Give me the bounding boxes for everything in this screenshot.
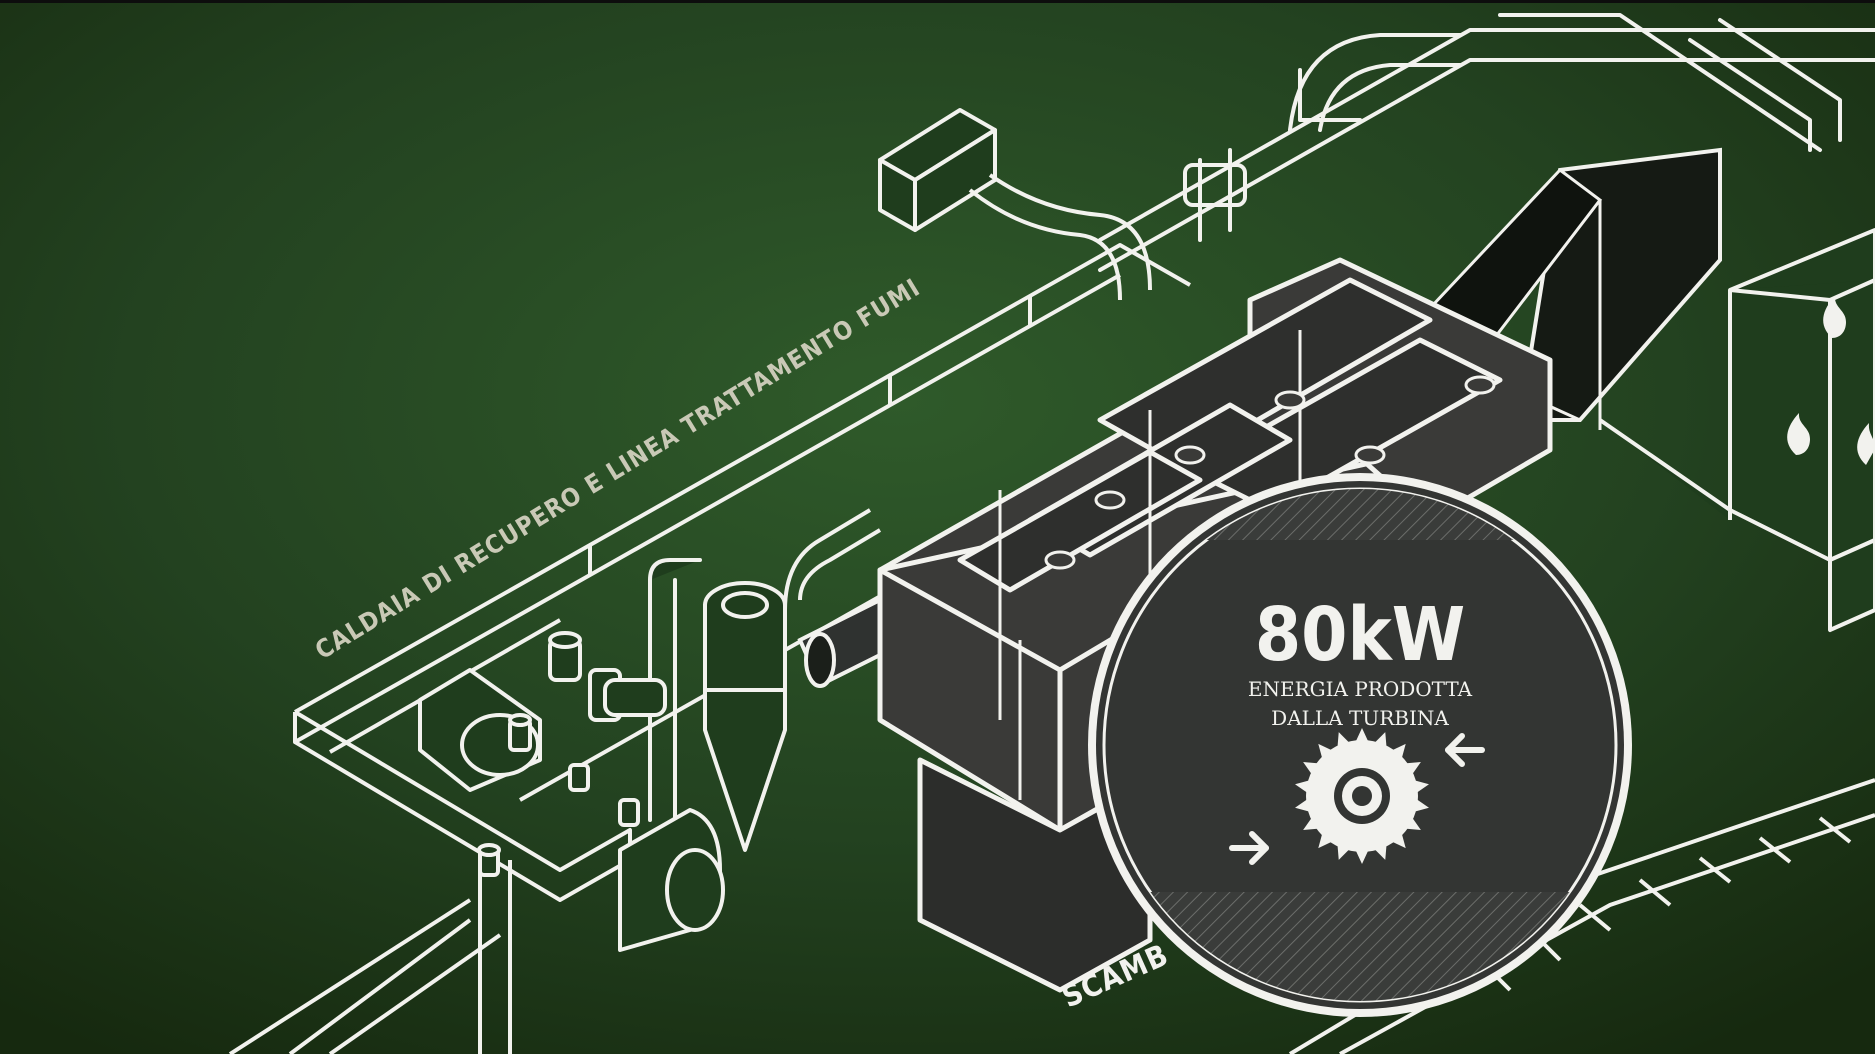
arrow-right-icon: [1229, 831, 1269, 865]
power-caption-line1: ENERGIA PRODOTTA: [1248, 677, 1473, 701]
power-value: 80kW: [1255, 592, 1465, 678]
power-caption-line2: DALLA TURBINA: [1271, 706, 1449, 730]
turbine-gear-icon: [1295, 728, 1429, 864]
upper-piping: [1098, 13, 1875, 272]
arrow-left-icon: [1445, 733, 1485, 767]
lower-pipes: [228, 860, 512, 1054]
exhaust-hood: [878, 108, 1152, 301]
cyclone-separator-group: [418, 558, 787, 952]
top-border: [0, 0, 1875, 3]
turbine-power-callout: 80kW ENERGIA PRODOTTA DALLA TURBINA: [1088, 473, 1632, 1017]
flame-icon: [1787, 296, 1875, 465]
turbine-machine: [877, 257, 1553, 993]
